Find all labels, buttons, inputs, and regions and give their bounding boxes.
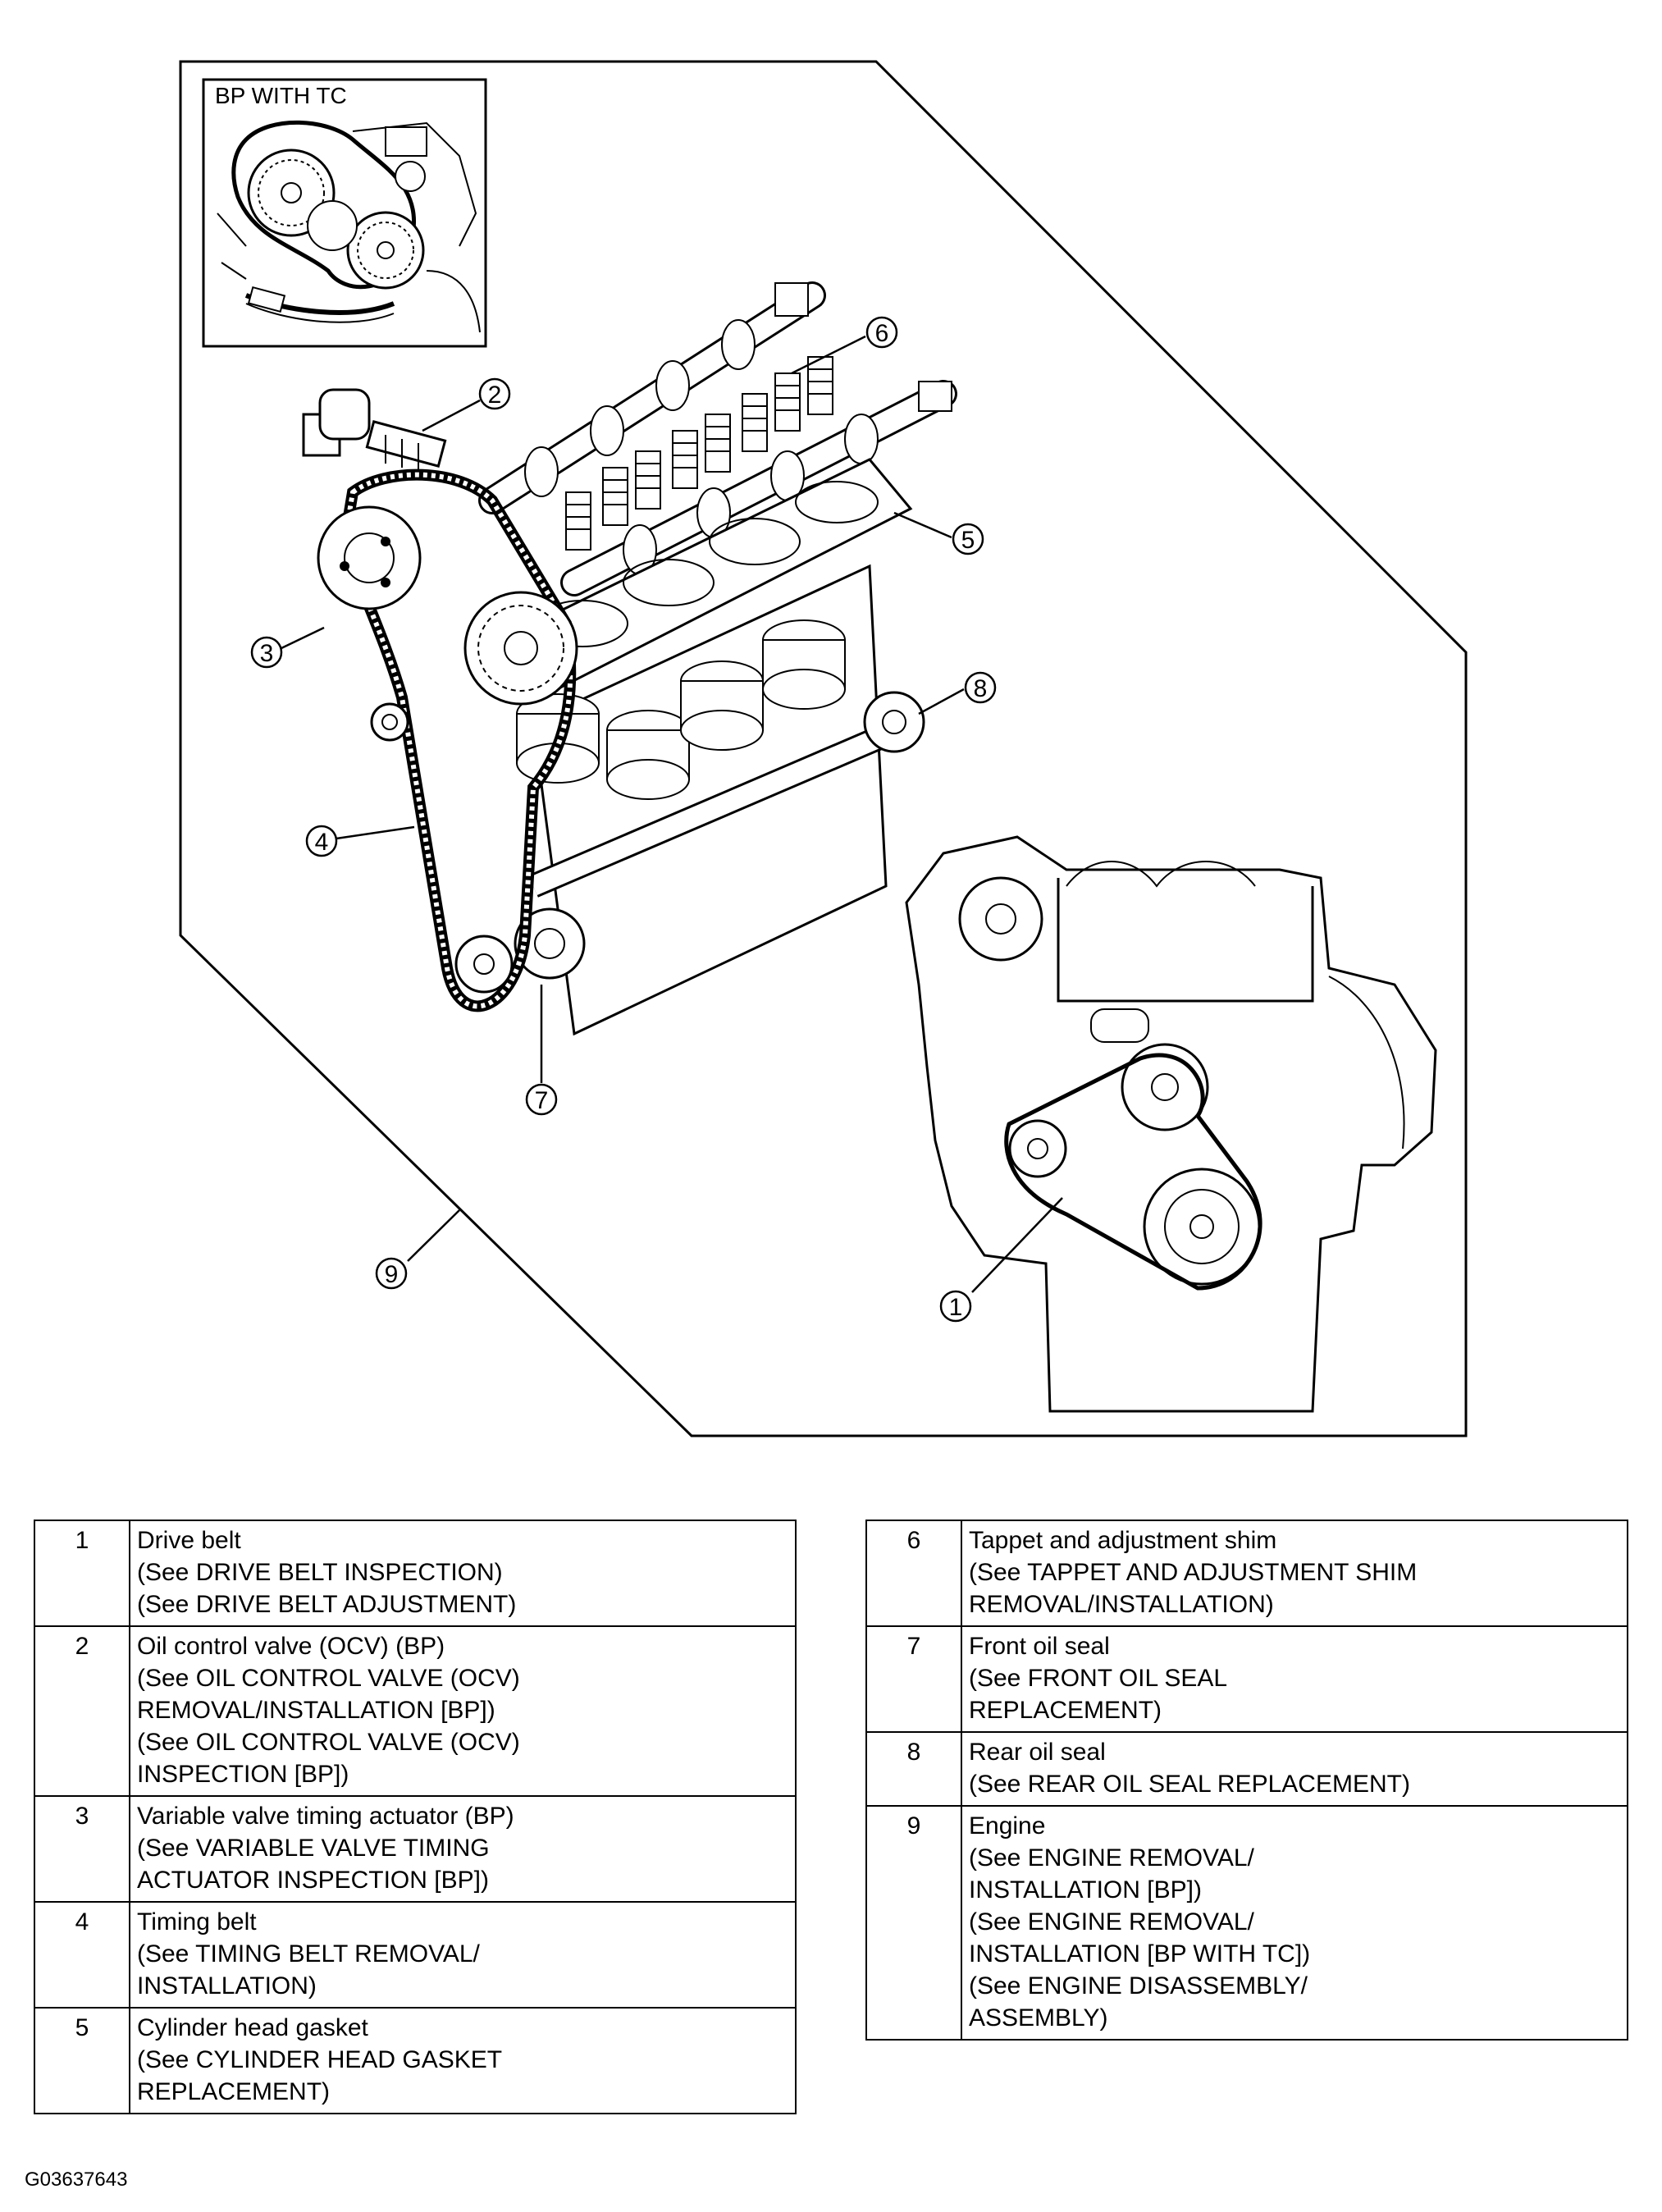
legend-row: 4 Timing belt (See TIMING BELT REMOVAL/ …: [34, 1901, 797, 2009]
legend-row: 5 Cylinder head gasket (See CYLINDER HEA…: [34, 2007, 797, 2114]
legend-description: Engine (See ENGINE REMOVAL/ INSTALLATION…: [961, 1805, 1628, 2041]
legend-row: 9 Engine (See ENGINE REMOVAL/ INSTALLATI…: [865, 1805, 1628, 2041]
svg-text:4: 4: [315, 829, 329, 856]
legend-row: 8 Rear oil seal (See REAR OIL SEAL REPLA…: [865, 1731, 1628, 1807]
callout-9: 9: [375, 1257, 408, 1290]
legend-description: Oil control valve (OCV) (BP) (See OIL CO…: [129, 1625, 797, 1797]
inset-label: BP WITH TC: [215, 83, 347, 108]
callout-2: 2: [478, 377, 511, 410]
legend-row: 6 Tappet and adjustment shim (See TAPPET…: [865, 1520, 1628, 1627]
callouts: 1 2 3 4 5 6 7 8: [250, 316, 997, 1323]
callout-7: 7: [525, 1083, 558, 1116]
legend-number: 6: [865, 1520, 962, 1627]
legend-table-left: 1 Drive belt (See DRIVE BELT INSPECTION)…: [34, 1520, 797, 2114]
tappets-springs: [565, 356, 833, 551]
figure-id: G03637643: [25, 2169, 128, 2191]
diagram-frame: [179, 60, 1468, 1437]
svg-text:1: 1: [949, 1294, 963, 1321]
legend-row: 3 Variable valve timing actuator (BP) (S…: [34, 1795, 797, 1903]
assembled-engine-view: [905, 835, 1437, 1413]
callout-5: 5: [952, 523, 984, 555]
camshafts: [478, 281, 957, 596]
legend-row: 1 Drive belt (See DRIVE BELT INSPECTION)…: [34, 1520, 797, 1627]
legend-number: 5: [34, 2007, 130, 2114]
legend-description: Rear oil seal (See REAR OIL SEAL REPLACE…: [961, 1731, 1628, 1807]
callout-1: 1: [939, 1290, 972, 1323]
legend-description: Front oil seal (See FRONT OIL SEAL REPLA…: [961, 1625, 1628, 1733]
svg-text:8: 8: [974, 675, 988, 702]
svg-text:3: 3: [260, 640, 274, 667]
legend-row: 7 Front oil seal (See FRONT OIL SEAL REP…: [865, 1625, 1628, 1733]
legend-number: 1: [34, 1520, 130, 1627]
timing-belt-assembly: [317, 468, 578, 1012]
legend-number: 4: [34, 1901, 130, 2009]
legend-description: Tappet and adjustment shim (See TAPPET A…: [961, 1520, 1628, 1627]
legend-description: Timing belt (See TIMING BELT REMOVAL/ IN…: [129, 1901, 797, 2009]
svg-text:7: 7: [535, 1087, 549, 1114]
legend-table-right: 6 Tappet and adjustment shim (See TAPPET…: [865, 1520, 1628, 2041]
pistons-crankshaft: [514, 564, 925, 1036]
svg-text:5: 5: [961, 527, 975, 554]
legend-description: Variable valve timing actuator (BP) (See…: [129, 1795, 797, 1903]
svg-text:6: 6: [875, 320, 889, 347]
legend-number: 2: [34, 1625, 130, 1797]
callout-8: 8: [964, 671, 997, 704]
legend-number: 9: [865, 1805, 962, 2041]
legend-description: Cylinder head gasket (See CYLINDER HEAD …: [129, 2007, 797, 2114]
engine-exploded-diagram: BP WITH TC: [179, 60, 1468, 1437]
svg-text:9: 9: [385, 1261, 399, 1288]
oil-control-valve: [302, 388, 447, 472]
legend-description: Drive belt (See DRIVE BELT INSPECTION) (…: [129, 1520, 797, 1627]
callout-3: 3: [250, 636, 283, 669]
legend-number: 3: [34, 1795, 130, 1903]
callout-4: 4: [305, 825, 338, 857]
legend-row: 2 Oil control valve (OCV) (BP) (See OIL …: [34, 1625, 797, 1797]
leader-lines: [281, 335, 1063, 1293]
inset-bp-with-tc: BP WITH TC: [202, 78, 487, 348]
callout-6: 6: [865, 316, 898, 349]
svg-text:2: 2: [488, 382, 502, 409]
legend-number: 8: [865, 1731, 962, 1807]
legend-number: 7: [865, 1625, 962, 1733]
